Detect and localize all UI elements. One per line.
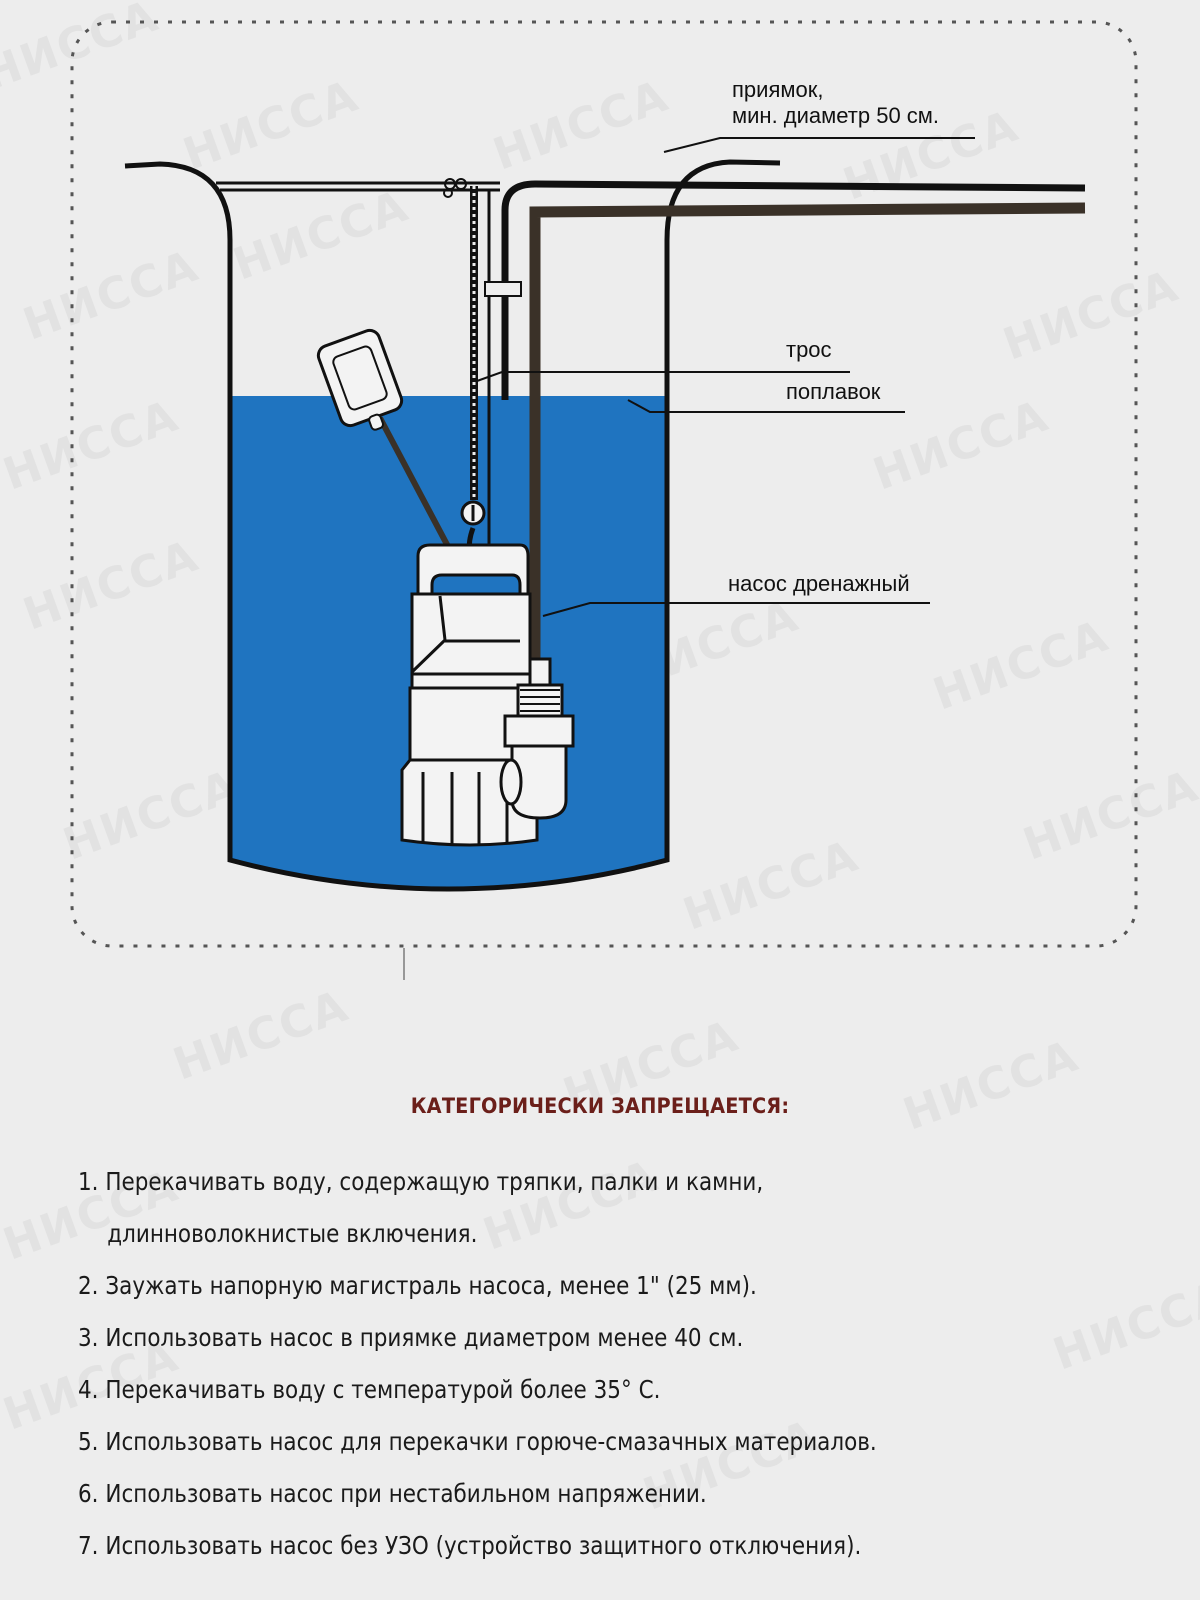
pump-installation-diagram [70, 20, 1138, 980]
discharge-pipe [529, 202, 1086, 660]
float-switch [316, 328, 404, 431]
warning-item: 3. Использовать насос в приямке диаметро… [78, 1312, 877, 1364]
warning-text: Перекачивать воду, содержащую тряпки, па… [105, 1167, 764, 1196]
warning-number: 1. [78, 1167, 99, 1196]
warning-number: 7. [78, 1531, 99, 1560]
label-pit: приямок, мин. диаметр 50 см. [732, 77, 939, 129]
label-pump: насос дренажный [728, 571, 910, 596]
leader-line-pit [663, 137, 975, 153]
power-cable [501, 180, 1086, 400]
warning-text: Перекачивать воду с температурой более 3… [105, 1375, 661, 1404]
warning-item: 6. Использовать насос при нестабильном н… [78, 1468, 877, 1520]
rail-clamp [484, 281, 522, 297]
rope-knot [455, 178, 467, 190]
label-rope: трос [786, 337, 832, 362]
warning-text: Заужать напорную магистраль насоса, мене… [105, 1271, 757, 1300]
label-pit-line1: приямок, [732, 77, 824, 102]
watermark: НИССА [896, 1030, 1086, 1141]
warning-text: Использовать насос для перекачки горюче-… [105, 1427, 877, 1456]
label-float: поплавок [786, 379, 881, 404]
warning-text: Использовать насос при нестабильном напр… [105, 1479, 707, 1508]
warning-text: Использовать насос в приямке диаметром м… [105, 1323, 744, 1352]
watermark: НИССА [1046, 1270, 1200, 1381]
warning-text: Использовать насос без УЗО (устройство з… [105, 1531, 862, 1560]
warnings-title: КАТЕГОРИЧЕСКИ ЗАПРЕЩАЕТСЯ: [410, 1094, 790, 1118]
leader-line-rope [476, 371, 850, 382]
warning-text-continued: длинноволокнистые включения. [107, 1219, 478, 1248]
warning-item: 1. Перекачивать воду, содержащую тряпки,… [78, 1156, 877, 1260]
warning-number: 6. [78, 1479, 99, 1508]
warning-item: 7. Использовать насос без УЗО (устройств… [78, 1520, 877, 1572]
warning-item: 5. Использовать насос для перекачки горю… [78, 1416, 877, 1468]
dotted-frame [70, 20, 1138, 948]
pit-wall-left [124, 159, 781, 892]
warning-number: 2. [78, 1271, 99, 1300]
warnings-list: 1. Перекачивать воду, содержащую тряпки,… [78, 1156, 1007, 1572]
leader-line-pump [542, 602, 930, 617]
warning-number: 3. [78, 1323, 99, 1352]
warning-number: 5. [78, 1427, 99, 1456]
warning-item: 4. Перекачивать воду с температурой боле… [78, 1364, 877, 1416]
drainage-pump [400, 543, 575, 847]
label-pit-line2: мин. диаметр 50 см. [732, 103, 940, 128]
warning-item: 2. Заужать напорную магистраль насоса, м… [78, 1260, 877, 1312]
leader-line-float [627, 399, 905, 413]
warning-number: 4. [78, 1375, 99, 1404]
rope-knot [443, 188, 453, 198]
